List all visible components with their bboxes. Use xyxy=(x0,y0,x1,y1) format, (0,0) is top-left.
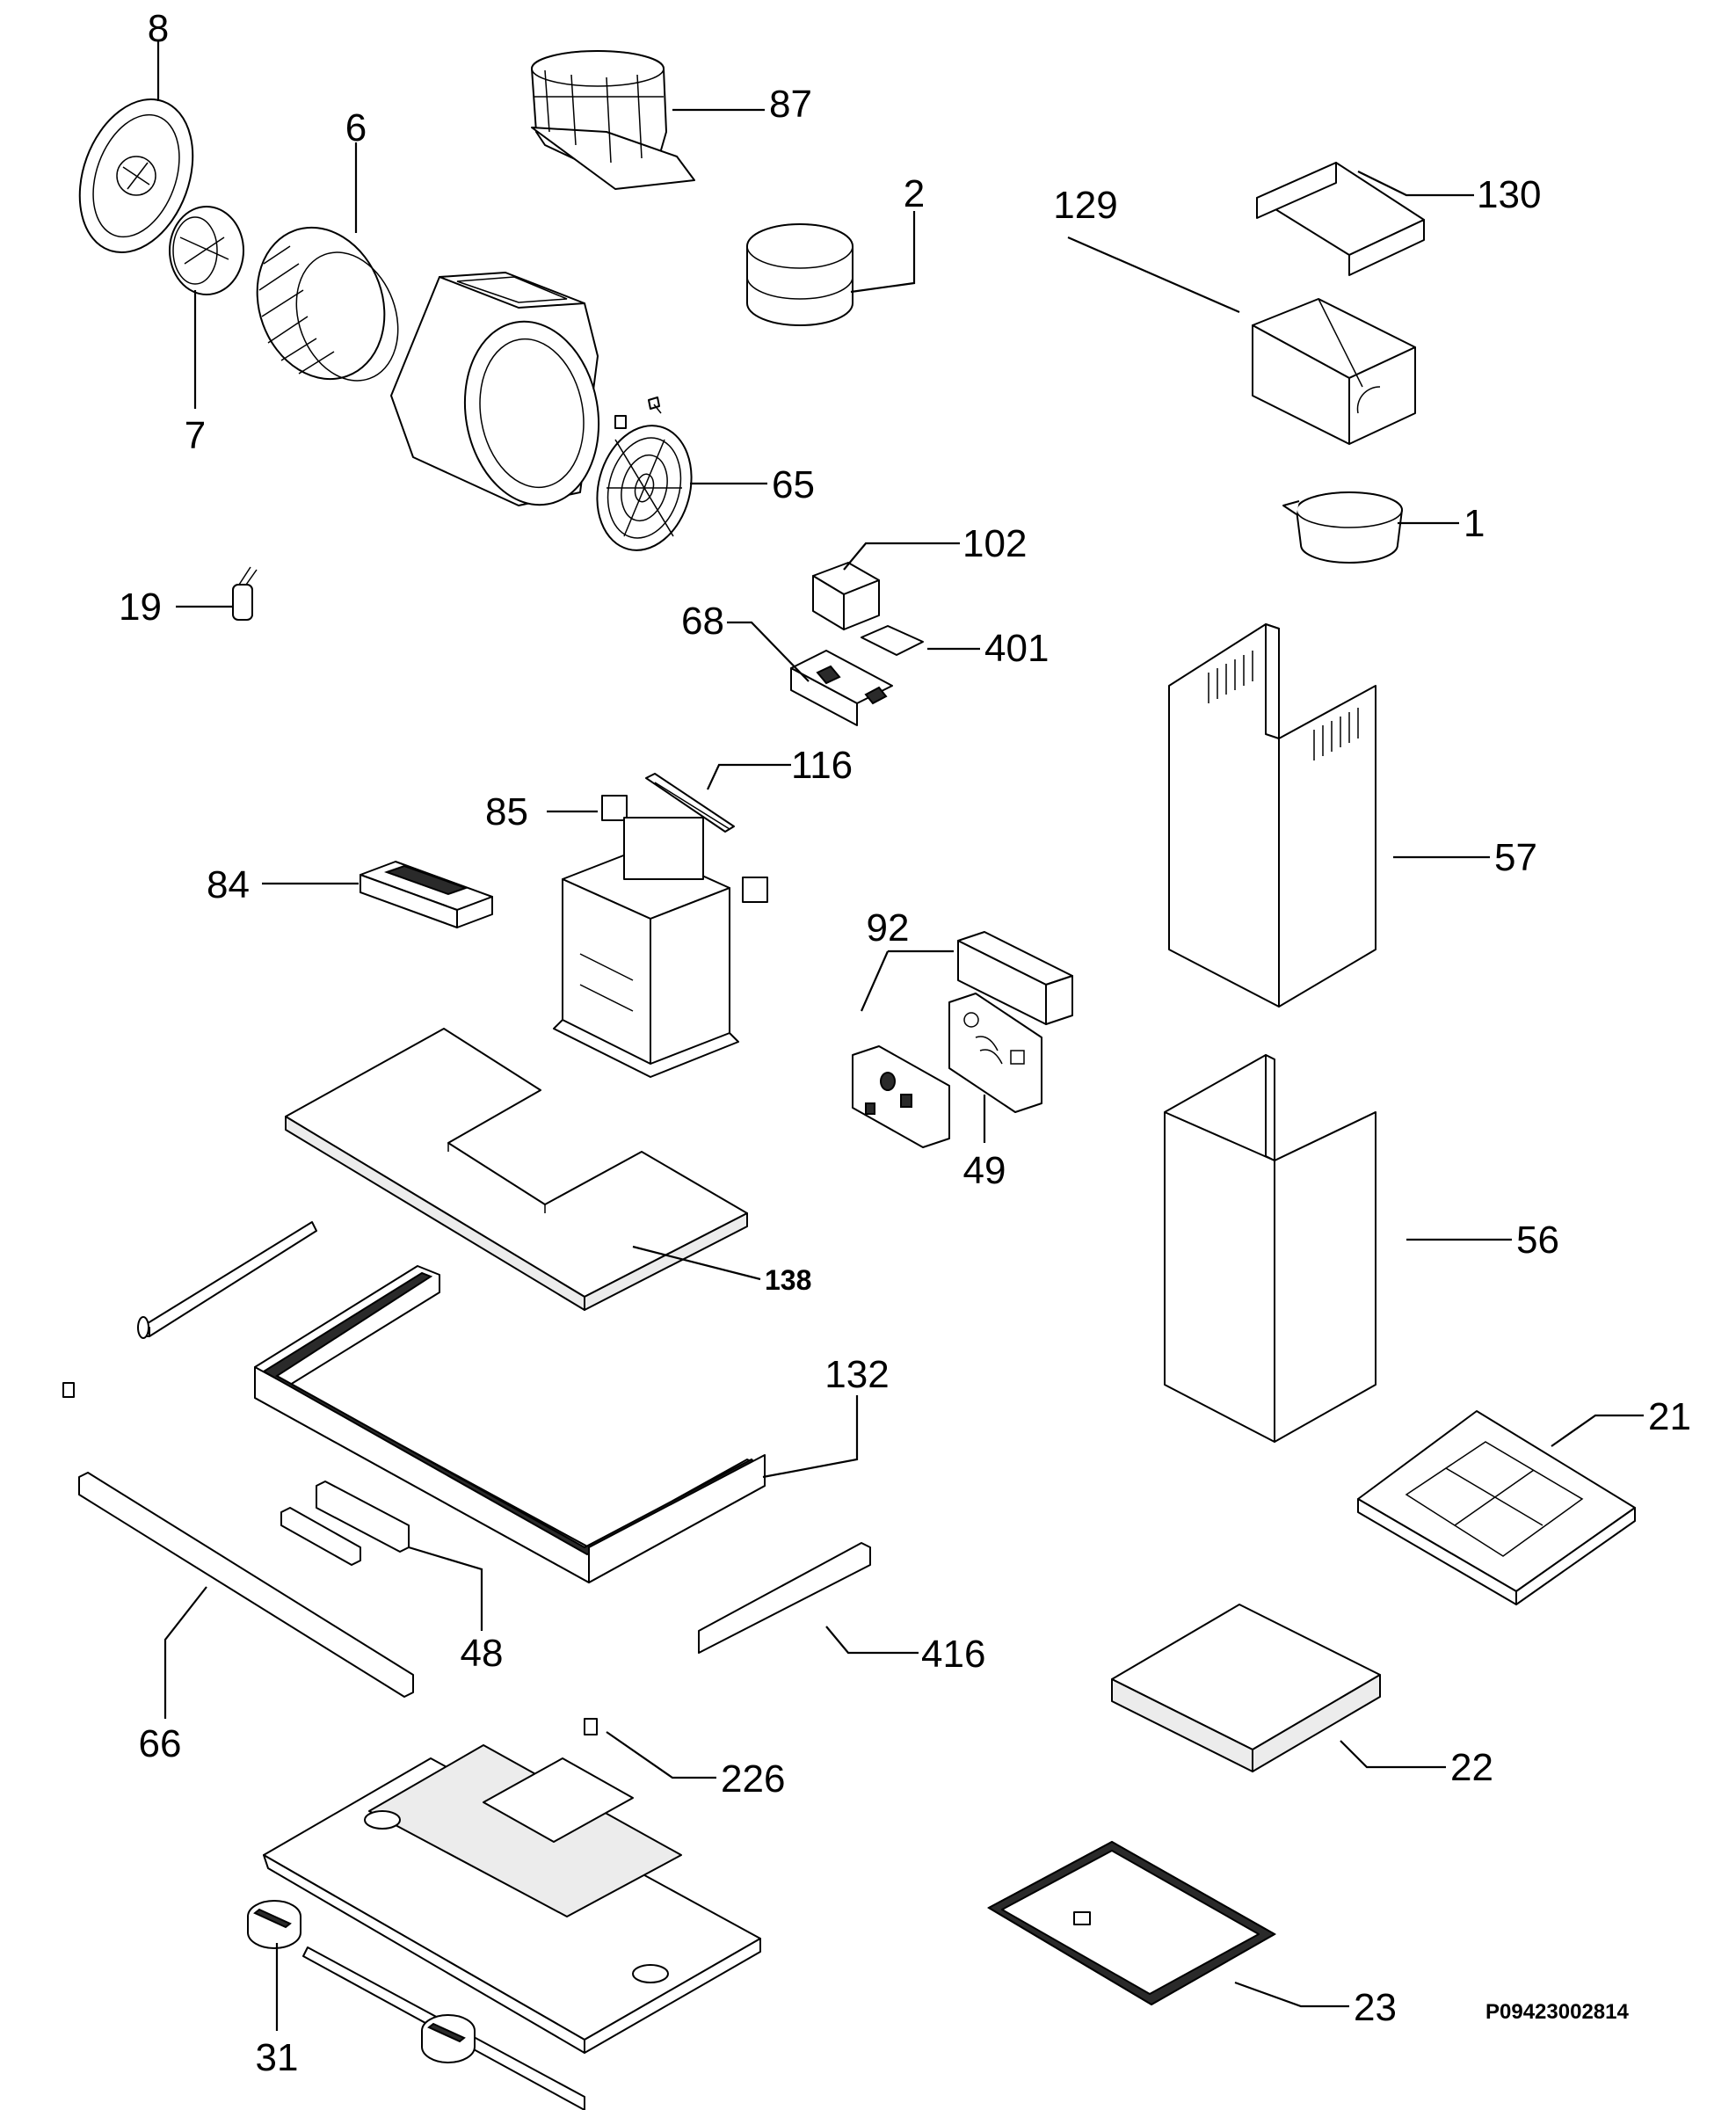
label-132: 132 xyxy=(824,1353,889,1396)
motor-support-frame xyxy=(553,817,739,1078)
part-56-lower-chimney xyxy=(1164,1054,1376,1443)
part-2-ring xyxy=(746,223,853,326)
label-129: 129 xyxy=(1053,184,1117,227)
part-92-control-frame xyxy=(957,931,1073,1025)
part-138-top-cover xyxy=(285,1028,748,1311)
part-66-side-trim xyxy=(78,1472,414,1698)
part-22-charcoal-filter xyxy=(1111,1604,1381,1772)
part-65-fan-grill xyxy=(596,425,693,551)
housing-screws xyxy=(614,397,662,429)
part-49-control-panel xyxy=(948,993,1042,1113)
label-31: 31 xyxy=(256,2036,299,2079)
part-7-motor xyxy=(169,206,244,295)
label-7: 7 xyxy=(185,414,206,457)
part-8-motor-plate xyxy=(78,98,194,254)
label-8: 8 xyxy=(148,7,169,50)
label-92: 92 xyxy=(867,906,910,950)
part-labels: 8 6 87 2 129 130 7 65 102 1 19 68 401 11… xyxy=(119,7,1691,2079)
part-102-box xyxy=(812,562,880,630)
part-68-bracket xyxy=(790,650,893,726)
part-85-clips xyxy=(601,795,768,903)
part-21-filter-frame xyxy=(1357,1410,1636,1605)
part-226-clip xyxy=(584,1718,598,1735)
label-84: 84 xyxy=(207,863,250,906)
label-57: 57 xyxy=(1494,836,1537,879)
label-19: 19 xyxy=(119,586,162,629)
part-84-light-module xyxy=(360,861,493,928)
label-48: 48 xyxy=(461,1632,504,1675)
label-23: 23 xyxy=(1354,1986,1397,2029)
label-22: 22 xyxy=(1450,1746,1493,1789)
drawing-code: P09423002814 xyxy=(1485,2000,1629,2024)
part-31-knobs xyxy=(247,1900,476,2063)
pcb-board xyxy=(852,1045,950,1148)
part-23-grease-filter xyxy=(986,1840,1277,2006)
label-2: 2 xyxy=(904,172,925,215)
label-116: 116 xyxy=(791,744,853,787)
part-130-bracket xyxy=(1256,162,1425,276)
label-65: 65 xyxy=(772,463,815,506)
part-48-light-strip xyxy=(280,1481,410,1566)
part-401-insulator xyxy=(861,625,924,656)
label-416: 416 xyxy=(921,1633,985,1676)
part-132-front-frame xyxy=(254,1265,766,1583)
part-129-box xyxy=(1252,298,1416,445)
side-trim-top xyxy=(137,1221,317,1339)
vent-slots-upper xyxy=(1208,651,1359,760)
part-1-collar xyxy=(1282,491,1403,564)
part-87-outlet-adapter xyxy=(531,50,695,190)
label-87: 87 xyxy=(769,83,812,126)
label-130: 130 xyxy=(1477,173,1541,216)
fan-housing xyxy=(390,272,600,506)
label-49: 49 xyxy=(963,1149,1006,1192)
label-102: 102 xyxy=(962,522,1027,565)
part-416-side-trim xyxy=(698,1542,871,1654)
label-401: 401 xyxy=(984,627,1049,670)
part-57-upper-chimney xyxy=(1168,623,1376,1008)
label-66: 66 xyxy=(139,1722,182,1765)
label-226: 226 xyxy=(721,1757,785,1801)
label-56: 56 xyxy=(1516,1219,1559,1262)
part-19-capacitor xyxy=(232,566,258,621)
label-68: 68 xyxy=(681,600,724,643)
label-6: 6 xyxy=(345,106,367,149)
label-1: 1 xyxy=(1464,502,1485,545)
leader-lines xyxy=(156,41,1644,2031)
small-clip xyxy=(62,1382,75,1398)
part-6-fan-wheel xyxy=(256,226,399,382)
label-138: 138 xyxy=(765,1264,811,1296)
part-116-rail xyxy=(645,773,735,833)
label-21: 21 xyxy=(1648,1395,1691,1438)
hood-body xyxy=(263,1744,761,2110)
label-85: 85 xyxy=(485,790,528,833)
